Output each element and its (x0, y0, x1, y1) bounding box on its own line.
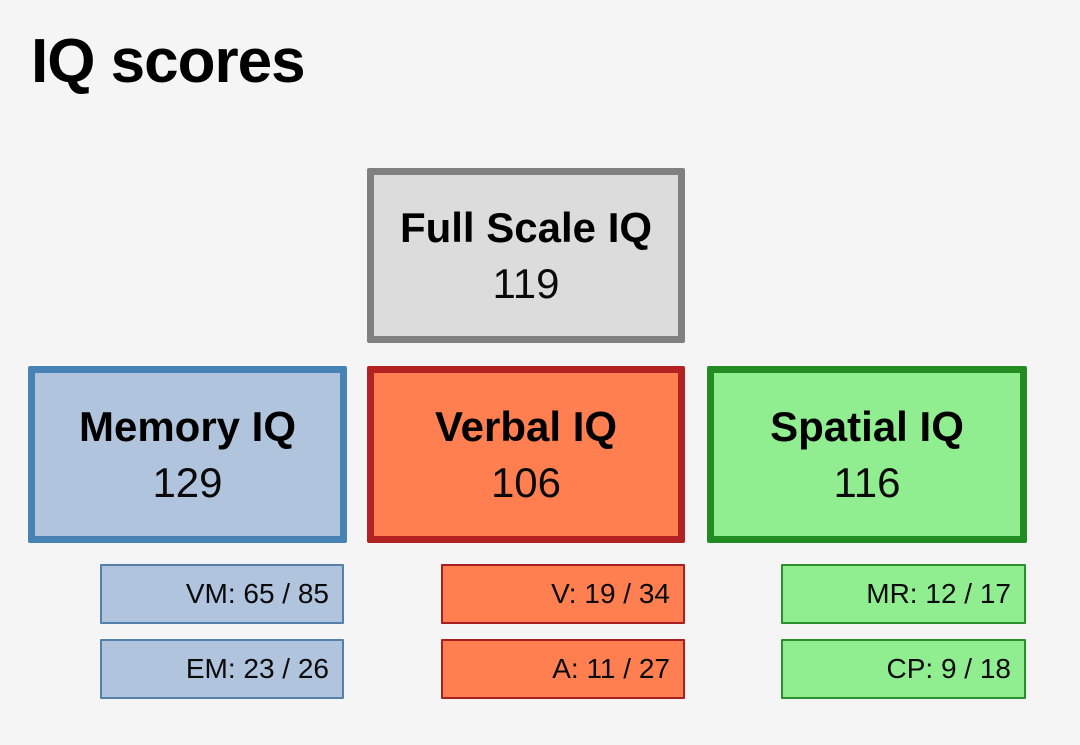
memory-subtest-vm: VM: 65 / 85 (100, 564, 344, 624)
verbal-iq-label: Verbal IQ (434, 403, 618, 451)
spatial-iq-box: Spatial IQ 116 (707, 366, 1027, 543)
verbal-iq-box: Verbal IQ 106 (367, 366, 685, 543)
verbal-iq-score: 106 (490, 458, 562, 506)
memory-subtest-em: EM: 23 / 26 (100, 639, 344, 699)
verbal-subtest-a: A: 11 / 27 (441, 639, 685, 699)
memory-iq-score: 129 (152, 458, 223, 506)
spatial-iq-score: 116 (833, 458, 901, 506)
full-scale-iq-box: Full Scale IQ 119 (367, 168, 685, 343)
memory-iq-box: Memory IQ 129 (28, 366, 347, 543)
full-scale-iq-label: Full Scale IQ (399, 204, 653, 252)
full-scale-iq-score: 119 (492, 259, 560, 307)
spatial-subtest-cp: CP: 9 / 18 (781, 639, 1026, 699)
spatial-iq-label: Spatial IQ (770, 403, 964, 451)
spatial-subtest-mr: MR: 12 / 17 (781, 564, 1026, 624)
memory-iq-label: Memory IQ (78, 403, 297, 451)
page-title: IQ scores (31, 27, 306, 96)
verbal-subtest-v: V: 19 / 34 (441, 564, 685, 624)
